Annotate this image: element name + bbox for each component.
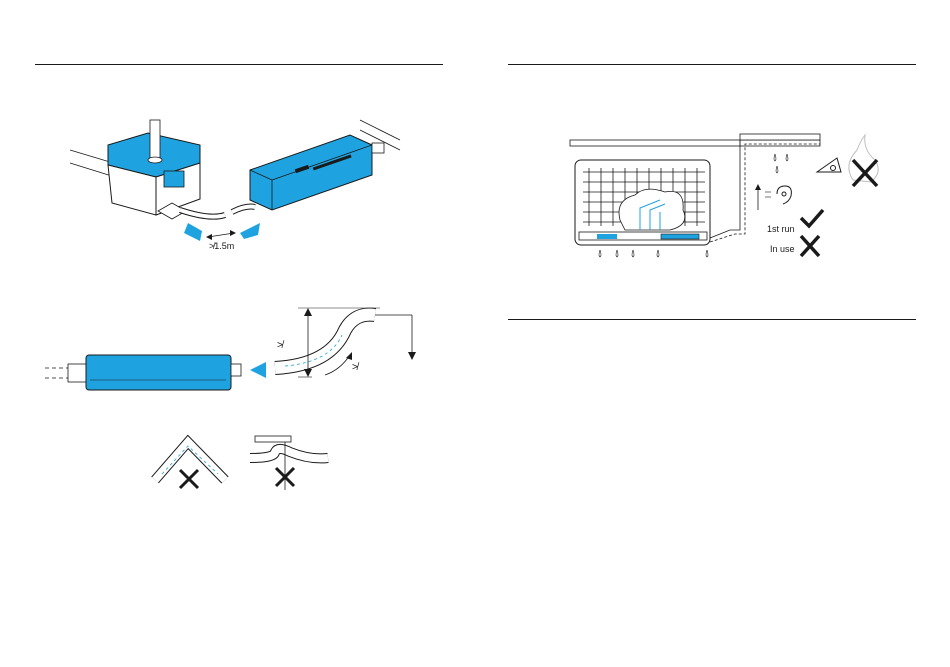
right-top-rule bbox=[508, 64, 916, 65]
arrow-icon bbox=[240, 223, 260, 239]
kinked-tube bbox=[155, 442, 225, 480]
pump-connection-figure bbox=[60, 115, 420, 265]
pump-lift-height-figure: ≯ ≯ bbox=[40, 300, 440, 400]
pump-unit-side bbox=[86, 355, 241, 390]
reservoir-unit bbox=[108, 120, 200, 219]
cross-icon bbox=[801, 236, 819, 256]
water-drop-icon bbox=[599, 250, 708, 257]
check-icon bbox=[801, 210, 823, 226]
ear-sound-icon bbox=[765, 186, 791, 204]
cross-icon bbox=[180, 470, 198, 488]
svg-text:≯: ≯ bbox=[352, 361, 360, 373]
installation-overview-figure bbox=[565, 130, 905, 265]
left-top-rule bbox=[35, 64, 443, 65]
in-use-label: In use bbox=[770, 245, 795, 254]
pump-unit bbox=[250, 135, 384, 210]
arrow-icon bbox=[250, 362, 266, 378]
right-mid-rule bbox=[508, 319, 916, 320]
svg-text:≯: ≯ bbox=[277, 339, 285, 351]
distance-label: ≯1.5m bbox=[209, 242, 234, 251]
first-run-label: 1st run bbox=[767, 225, 795, 234]
tube-incorrect-routing-figure bbox=[150, 430, 340, 495]
eye-icon bbox=[817, 158, 841, 172]
arrow-icon bbox=[184, 223, 202, 241]
water-drop-icon bbox=[774, 154, 788, 173]
